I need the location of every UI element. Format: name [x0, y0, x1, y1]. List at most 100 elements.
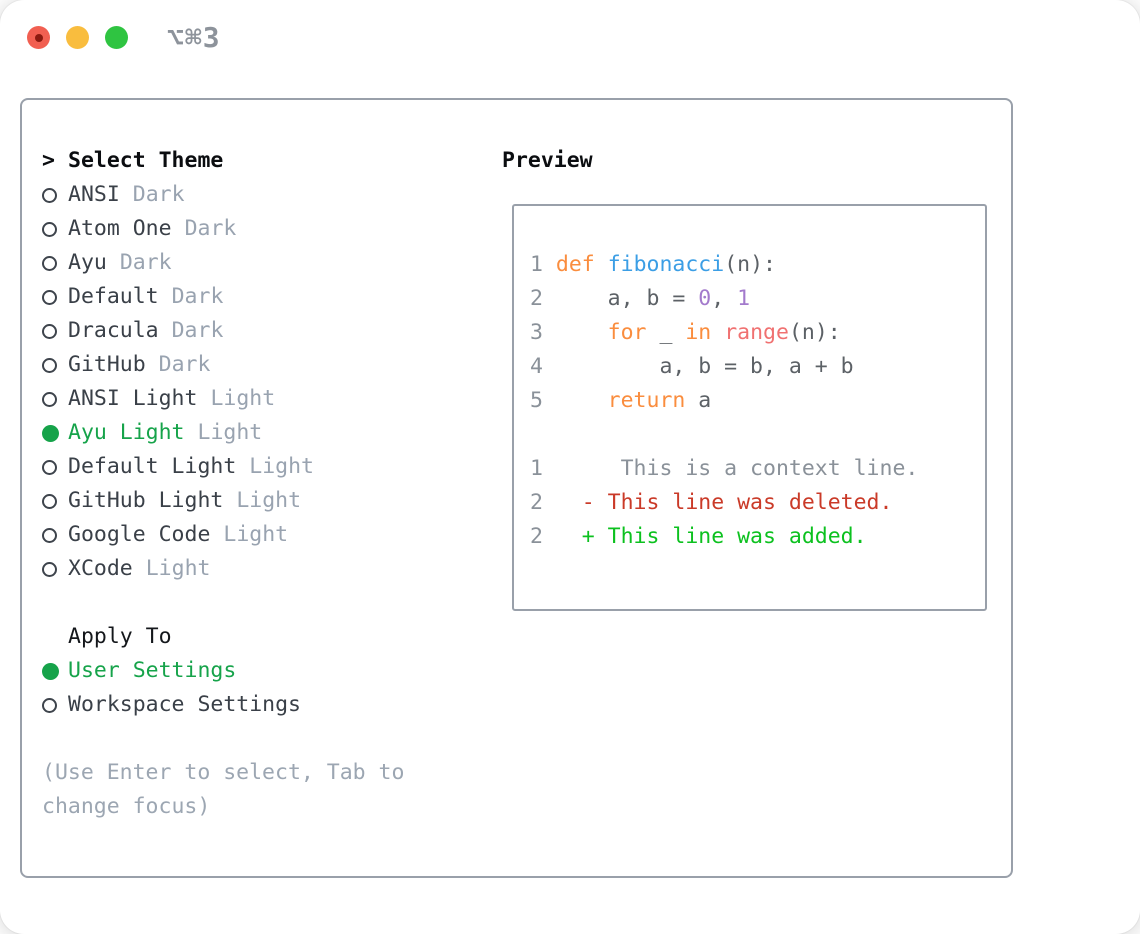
section-spacer	[42, 586, 487, 620]
theme-option-ansi[interactable]: ANSI Dark	[42, 178, 487, 212]
theme-variant-tag: Dark	[184, 216, 237, 241]
minimize-button[interactable]	[66, 26, 89, 49]
theme-variant-tag: Dark	[132, 182, 185, 207]
code-line: 1 def fibonacci(n):	[530, 248, 985, 282]
code-token	[711, 320, 724, 345]
section-spacer-2	[42, 722, 487, 756]
radio-icon	[42, 493, 68, 509]
line-number: 1	[530, 252, 556, 277]
theme-variant-tag: Light	[249, 454, 315, 479]
theme-option-ansi-light[interactable]: ANSI Light Light	[42, 382, 487, 416]
line-number: 2	[530, 524, 543, 549]
diff-line-context: 1 This is a context line.	[530, 452, 985, 486]
theme-variant-tag: Light	[210, 386, 276, 411]
radio-icon	[42, 697, 68, 713]
code-token: in	[685, 320, 712, 345]
code-token: a, b = b, a + b	[555, 354, 854, 379]
theme-name: XCode	[68, 556, 133, 581]
line-number: 5	[530, 388, 556, 413]
focus-prompt: >	[42, 148, 55, 173]
line-number: 3	[530, 320, 556, 345]
code-token: 1	[737, 286, 751, 311]
apply-option-name: Workspace Settings	[68, 692, 301, 717]
theme-name: Ayu	[68, 250, 107, 275]
preview-column: Preview 1 def fibonacci(n):2 a, b = 0, 1…	[502, 144, 987, 611]
theme-variant-tag: Dark	[158, 352, 211, 377]
theme-name: Ayu Light	[68, 420, 185, 445]
radio-icon	[42, 459, 68, 475]
apply-option-user-settings[interactable]: User Settings	[42, 654, 487, 688]
theme-name: Dracula	[68, 318, 159, 343]
code-token: (n):	[788, 320, 841, 345]
code-line: 3 for _ in range(n):	[530, 316, 985, 350]
code-token: a, b =	[555, 286, 699, 311]
radio-icon	[42, 391, 68, 407]
unsaved-dot-icon	[34, 33, 43, 42]
theme-name: GitHub	[68, 352, 146, 377]
theme-option-xcode[interactable]: XCode Light	[42, 552, 487, 586]
code-token: a	[685, 388, 712, 413]
theme-variant-tag: Dark	[171, 284, 224, 309]
radio-icon	[42, 255, 68, 271]
radio-icon	[42, 527, 68, 543]
apply-option-workspace-settings[interactable]: Workspace Settings	[42, 688, 487, 722]
theme-name: ANSI Light	[68, 386, 198, 411]
theme-variant-tag: Light	[197, 420, 263, 445]
usage-hint: (Use Enter to select, Tab to change focus…	[42, 756, 487, 824]
usage-hint-line: (Use Enter to select, Tab to	[42, 760, 405, 785]
code-token: return	[607, 388, 686, 413]
code-line: 5 return a	[530, 384, 985, 418]
code-token: def	[555, 252, 595, 277]
radio-icon	[42, 289, 68, 305]
theme-option-google-code[interactable]: Google Code Light	[42, 518, 487, 552]
code-token	[556, 320, 608, 345]
diff-line-added: 2 + This line was added.	[530, 520, 985, 554]
theme-name: Default Light	[68, 454, 237, 479]
theme-option-github[interactable]: GitHub Dark	[42, 348, 487, 382]
theme-option-default-light[interactable]: Default Light Light	[42, 450, 487, 484]
theme-name: Google Code	[68, 522, 211, 547]
theme-variant-tag: Dark	[171, 318, 224, 343]
apply-option-name: User Settings	[68, 658, 237, 683]
theme-name: ANSI	[68, 182, 120, 207]
line-number: 1	[530, 456, 543, 481]
theme-variant-tag: Light	[236, 488, 302, 513]
code-token: (n):	[724, 252, 776, 277]
close-button[interactable]	[27, 26, 50, 49]
zoom-button[interactable]	[105, 26, 128, 49]
diff-line-deleted: 2 - This line was deleted.	[530, 486, 985, 520]
radio-icon	[42, 323, 68, 339]
theme-variant-tag: Light	[223, 522, 289, 547]
code-token: ,	[711, 286, 738, 311]
theme-variant-tag: Light	[145, 556, 211, 581]
select-theme-title: Select Theme	[68, 148, 224, 173]
code-line: 2 a, b = 0, 1	[530, 282, 985, 316]
keyboard-shortcut-label: ⌥⌘3	[167, 21, 221, 54]
theme-option-dracula[interactable]: Dracula Dark	[42, 314, 487, 348]
preview-title: Preview	[502, 148, 593, 173]
theme-option-ayu[interactable]: Ayu Dark	[42, 246, 487, 280]
theme-option-ayu-light[interactable]: Ayu Light Light	[42, 416, 487, 450]
line-number: 2	[530, 286, 556, 311]
code-line: 4 a, b = b, a + b	[530, 350, 985, 384]
code-token: 0	[698, 286, 712, 311]
code-token: range	[724, 320, 789, 345]
code-token	[595, 252, 608, 277]
code-token: fibonacci	[607, 252, 725, 277]
usage-hint-line: change focus)	[42, 794, 211, 819]
radio-icon	[42, 561, 68, 577]
titlebar: ⌥⌘3	[0, 0, 1140, 98]
apply-to-header: Apply To	[42, 620, 487, 654]
blank-line	[530, 418, 985, 452]
theme-variant-tag: Dark	[119, 250, 172, 275]
